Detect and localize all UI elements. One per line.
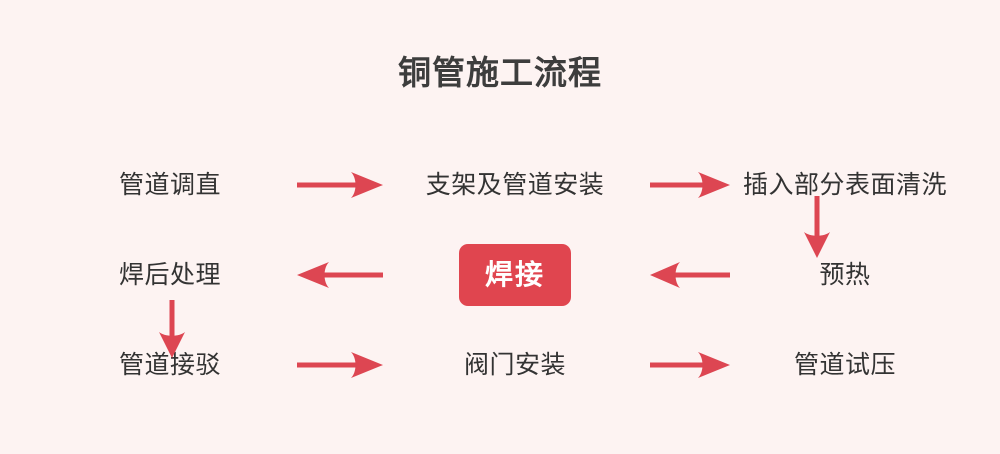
arrow-right-icon	[280, 140, 400, 230]
node-label: 阀门安装	[463, 351, 566, 379]
flow-node-valve-install: 阀门安装	[400, 320, 630, 410]
page-title: 铜管施工流程	[398, 54, 602, 91]
node-label: 支架及管道安装	[425, 171, 605, 199]
node-label: 管道试压	[793, 351, 896, 379]
flow-node-insert-surface-cleaning: 插入部分表面清洗	[743, 140, 947, 230]
node-label: 管道调直	[118, 171, 221, 199]
arrow-right-icon	[630, 140, 750, 230]
arrow-down-icon	[157, 300, 187, 358]
arrow-left-icon	[280, 230, 400, 320]
arrow-right-icon	[280, 320, 400, 410]
node-label: 插入部分表面清洗	[743, 171, 948, 199]
flow-node-bracket-pipe-install: 支架及管道安装	[400, 140, 630, 230]
flow-node-preheat: 预热	[750, 230, 940, 320]
node-label-highlight: 焊接	[458, 244, 571, 306]
arrow-right-icon	[630, 320, 750, 410]
flow-node-welding-highlight: 焊接	[400, 230, 630, 320]
node-label: 管道接驳	[118, 351, 221, 379]
flow-grid: 管道调直 支架及管道安装 插入部分表面清洗 焊后处理	[60, 140, 947, 410]
flow-node-pipe-connection: 管道接驳	[60, 320, 280, 410]
flow-node-pipe-pressure-test: 管道试压	[750, 320, 940, 410]
flow-node-pipe-straightening: 管道调直	[60, 140, 280, 230]
arrow-down-icon	[802, 196, 832, 258]
node-label: 预热	[819, 261, 871, 289]
flow-node-post-weld-treatment: 焊后处理	[60, 230, 280, 320]
arrow-left-icon	[630, 230, 750, 320]
node-label: 焊后处理	[118, 261, 221, 289]
